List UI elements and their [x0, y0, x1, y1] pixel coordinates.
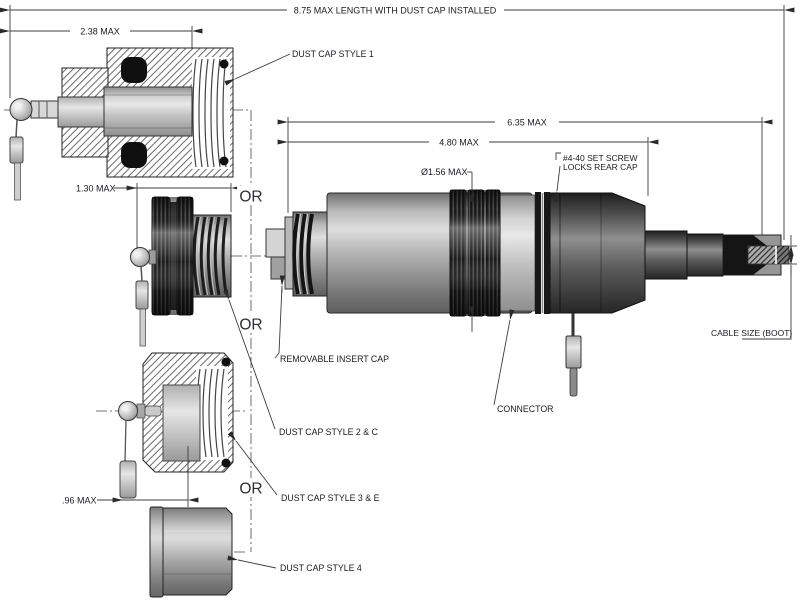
label-dust-cap-style-3: DUST CAP STYLE 3 & E [281, 493, 380, 503]
set-screw-note: #4-40 SET SCREW LOCKS REAR CAP [553, 152, 638, 202]
leader-insert-cap-stem [274, 285, 283, 359]
rear-ring-1 [535, 192, 541, 314]
boot-step-1 [644, 230, 688, 280]
cap3-inner-insert [162, 384, 201, 462]
callout-bracket [742, 267, 792, 340]
or-label-3: OR [239, 481, 262, 498]
set-screw-body [565, 335, 582, 369]
cap3-tip-pin [144, 405, 162, 417]
cap3-ball-tip [118, 401, 138, 421]
cap1-lanyard-rod [14, 162, 21, 201]
knurl-shading [450, 190, 500, 316]
dim-text-bg [70, 24, 130, 37]
label-dust-cap-style-1: DUST CAP STYLE 1 [292, 49, 374, 59]
cap2-lanyard-rod [139, 308, 146, 347]
dim-text-bg [429, 135, 489, 148]
dust-cap-style-4-drawing [149, 506, 233, 598]
or-text-bg [237, 186, 264, 205]
cap1-tip-shaft [30, 100, 59, 119]
dust-cap-style-2-drawing [130, 196, 232, 347]
dimension-cap2-length: 1.30 MAX [76, 183, 242, 249]
leader-connector [493, 309, 515, 406]
front-collar [284, 216, 294, 290]
cap1-oring-top [121, 57, 147, 83]
cap2-threads [192, 216, 228, 296]
dust-cap-style-3-drawing [118, 352, 234, 499]
dimension-assembly-length: 6.35 MAX [277, 115, 773, 238]
cap1-inner-barrel [103, 86, 193, 137]
cap2-knurl-shading [152, 197, 193, 315]
rear-cap [549, 192, 646, 314]
dimension-cap3-length: .96 MAX [62, 446, 199, 507]
leader-cap3 [227, 431, 278, 496]
cap3-seal-dot [221, 458, 231, 468]
cap3-seal-dot [221, 357, 231, 367]
cable-end [777, 246, 789, 264]
cap1-spring-coils [192, 58, 227, 168]
or-label-1: OR [239, 189, 262, 206]
cap3-ball-collar [136, 403, 146, 419]
dim-body-text: 4.80 MAX [439, 138, 479, 148]
leader-cap2 [223, 289, 276, 430]
cap3-lanyard-wire [124, 419, 127, 462]
connector-drawing [265, 189, 790, 397]
label-dust-cap-style-4: DUST CAP STYLE 4 [280, 563, 362, 573]
or-text-bg [237, 314, 264, 333]
front-thread-coils [292, 213, 314, 295]
cable-size-callout: CABLE SIZE (BOOT) [711, 235, 797, 340]
cap1-oring-bottom [121, 142, 147, 168]
rear-ring-2 [544, 192, 550, 314]
label-removable-insert-cap: REMOVABLE INSERT CAP [280, 354, 389, 364]
cap1-seal-dot [219, 156, 229, 166]
dim-overall-text: 8.75 MAX LENGTH WITH DUST CAP INSTALLED [294, 6, 497, 16]
or-text-bg [237, 478, 264, 497]
dim-cap1-text: 2.38 MAX [80, 27, 120, 37]
dimension-body-length: 4.80 MAX [277, 135, 659, 196]
leader-cap1 [224, 53, 291, 86]
or-separators: OR OR OR [237, 186, 264, 498]
boot-step-2 [686, 233, 724, 277]
cap2-thread-highlights [196, 216, 215, 296]
cap1-ball-tip [9, 98, 33, 121]
dim-text-bg [287, 3, 504, 17]
cap4-barrel [162, 507, 233, 596]
set-screw-text-line1: #4-40 SET SCREW [563, 153, 637, 163]
dimension-overall-length: 8.75 MAX LENGTH WITH DUST CAP INSTALLED [0, 3, 795, 240]
dim-diameter-text: Ø1.56 MAX [421, 167, 468, 177]
cap2-lanyard-wire [140, 265, 143, 282]
leader-line [553, 165, 561, 202]
set-screw-text-line2: LOCKS REAR CAP [563, 162, 638, 172]
part-labels: DUST CAP STYLE 1 REMOVABLE INSERT CAP DU… [223, 49, 554, 573]
label-connector: CONNECTOR [497, 404, 554, 414]
cap3-lanyard-body [119, 460, 137, 499]
dim-cap3-text: .96 MAX [62, 496, 97, 506]
cap2-ball-tip [130, 247, 150, 267]
cap1-lanyard-body [9, 136, 24, 164]
dimension-diameter-callout: Ø1.56 MAX [421, 167, 475, 332]
cap1-plug-shaft [57, 96, 105, 128]
front-thread-highlights [296, 213, 309, 295]
label-dust-cap-style-2: DUST CAP STYLE 2 & C [279, 427, 379, 437]
dust-cap-style-1-drawing [9, 47, 234, 201]
barrel-light-section [499, 194, 536, 312]
set-screw-rod [569, 367, 578, 397]
cap2-ball-collar [148, 249, 157, 265]
note-bracket [555, 152, 561, 160]
or-label-2: OR [239, 317, 262, 334]
dim-assembly-text: 6.35 MAX [507, 118, 547, 128]
leader-cap4 [227, 555, 277, 569]
cable-size-text: CABLE SIZE (BOOT) [711, 328, 792, 338]
cap4-flange [149, 506, 164, 598]
cap1-lanyard-wire [15, 119, 18, 138]
dim-text-bg [495, 115, 559, 128]
cap1-seal-dot [219, 59, 229, 69]
dim-cap2-text: 1.30 MAX [76, 184, 116, 194]
cap2-lanyard-body [135, 280, 149, 310]
